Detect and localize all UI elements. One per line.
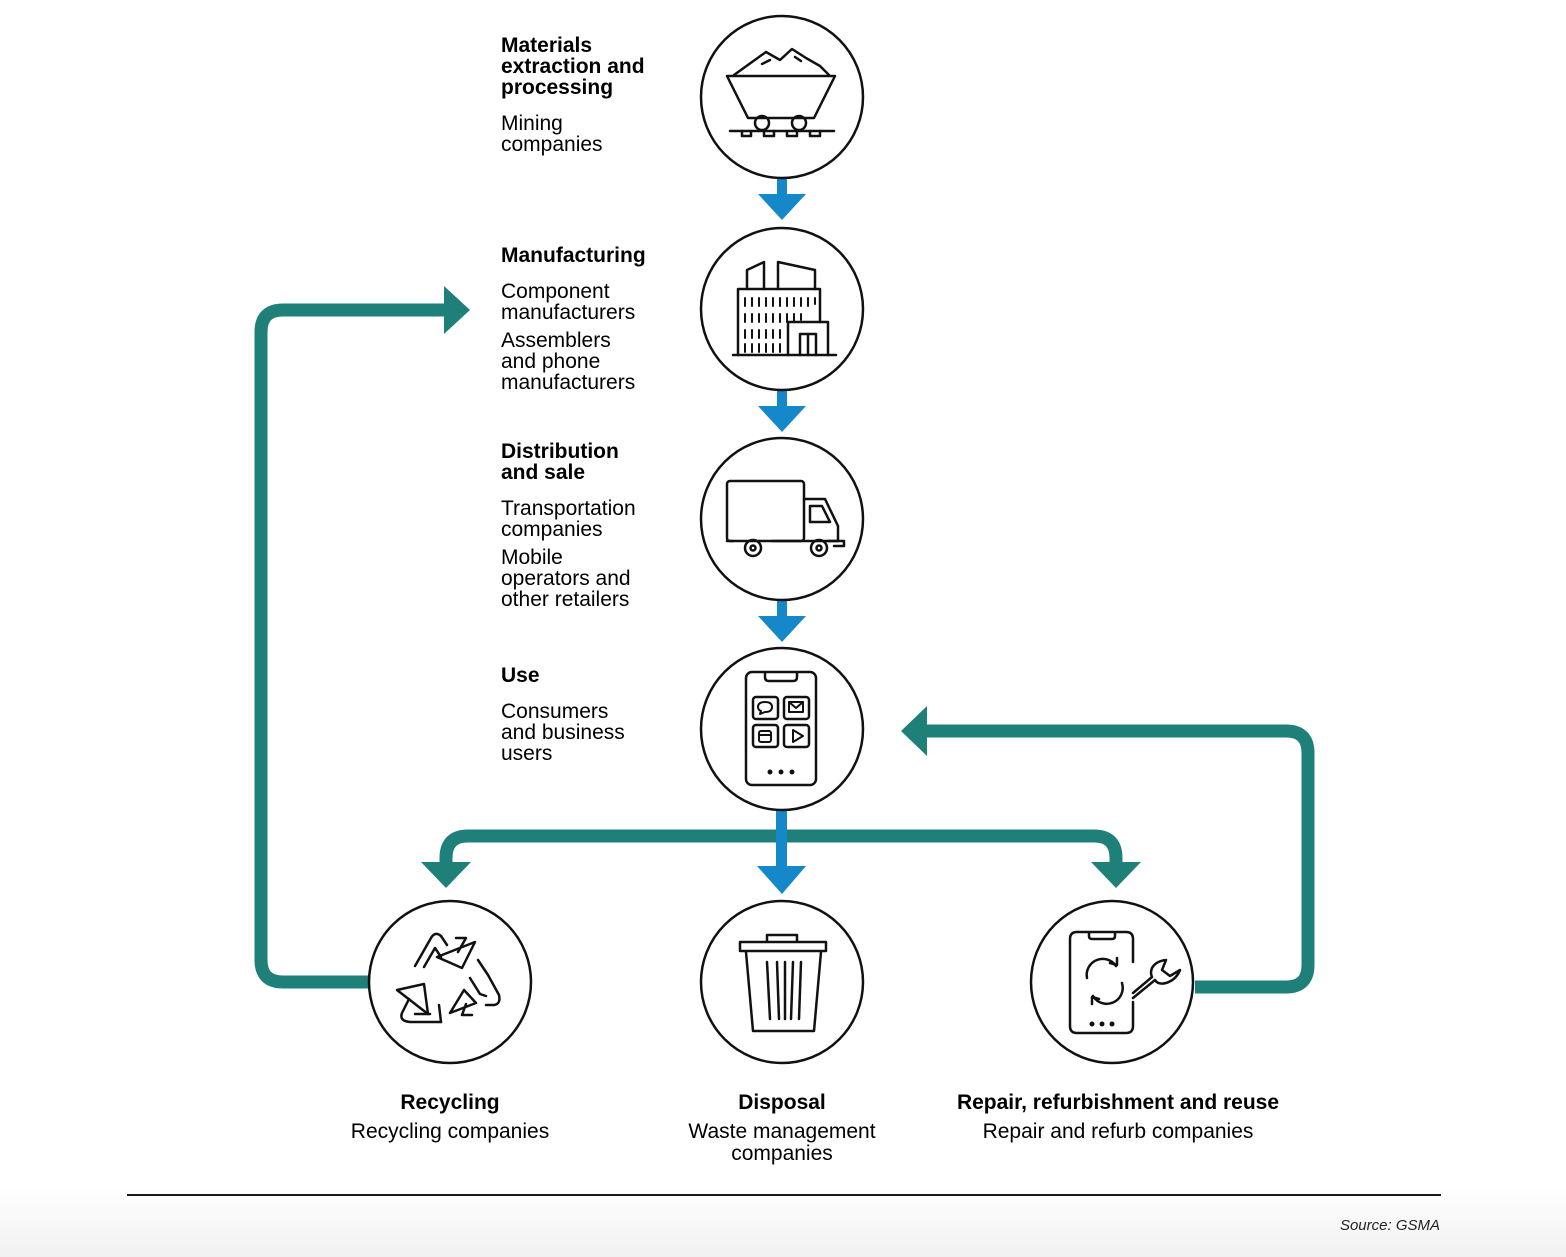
repair-phone-dots — [1089, 1021, 1115, 1027]
stage-label-distribution: Distribution and sale Transportation com… — [501, 441, 636, 610]
loop-arrows — [254, 286, 1315, 994]
end-subtitle: Waste management companies — [688, 1120, 876, 1165]
flow-arrow-3 — [758, 600, 806, 642]
flow-arrow-2 — [758, 390, 806, 432]
stage-circle-recycling — [367, 899, 533, 1065]
stage-subtitle: Mobile operators and other retailers — [501, 546, 631, 611]
truck-icon — [725, 479, 846, 558]
stage-title: Distribution and sale — [501, 440, 619, 484]
stage-subtitle: Transportation companies — [501, 497, 636, 541]
stage-title: Use — [501, 664, 540, 687]
recycle-icon — [395, 932, 501, 1024]
stage-subtitle: Assemblers and phone manufacturers — [501, 329, 636, 394]
reuse-return-arrowhead — [901, 706, 927, 756]
recycling-return-line — [254, 303, 448, 989]
stage-subtitle: Consumers and business users — [501, 700, 625, 765]
stage-circle-manufacturing — [699, 226, 865, 392]
trash-bin-icon — [738, 933, 828, 1033]
stage-label-manufacturing: Manufacturing Component manufacturers As… — [501, 245, 646, 393]
branch-arrowhead-recycling — [421, 862, 471, 888]
stage-circle-disposal — [699, 899, 865, 1065]
phone-dots — [767, 769, 795, 775]
end-title: Disposal — [738, 1091, 826, 1114]
factory-icon — [731, 260, 838, 357]
flow-arrow-1 — [758, 178, 806, 220]
branch-arrowhead-repair — [1091, 862, 1141, 888]
end-title: Recycling — [400, 1091, 500, 1114]
phone-repair-icon — [1068, 930, 1182, 1035]
end-label-repair: Repair, refurbishment and reuse Repair a… — [918, 1092, 1318, 1143]
stage-label-materials: Materials extraction and processing Mini… — [501, 35, 645, 155]
end-label-disposal: Disposal Waste management companies — [632, 1092, 932, 1165]
source-note: Source: GSMA — [1339, 1217, 1440, 1234]
footer-shade — [0, 1187, 1566, 1257]
end-subtitle: Repair and refurb companies — [982, 1120, 1254, 1143]
recycling-return-arrowhead — [444, 286, 470, 334]
stage-circle-materials — [699, 14, 865, 180]
stage-title: Manufacturing — [501, 244, 646, 267]
stage-label-use: Use Consumers and business users — [501, 665, 625, 764]
smartphone-icon — [744, 670, 818, 787]
footer-rule — [127, 1194, 1441, 1196]
end-title: Repair, refurbishment and reuse — [956, 1091, 1280, 1114]
flow-arrow-4 — [757, 810, 806, 894]
stage-circle-distribution — [699, 436, 865, 602]
stage-subtitle: Mining companies — [501, 112, 603, 156]
mining-cart-icon — [725, 47, 837, 138]
stage-title: Materials extraction and processing — [501, 34, 645, 99]
flow-arrows — [757, 178, 806, 894]
stage-subtitle: Component manufacturers — [501, 280, 636, 324]
reuse-return-line — [926, 724, 1315, 994]
stage-circle-repair — [1029, 899, 1195, 1065]
end-label-recycling: Recycling Recycling companies — [300, 1092, 600, 1143]
stage-circle-use — [699, 646, 865, 812]
end-subtitle: Recycling companies — [350, 1120, 550, 1143]
